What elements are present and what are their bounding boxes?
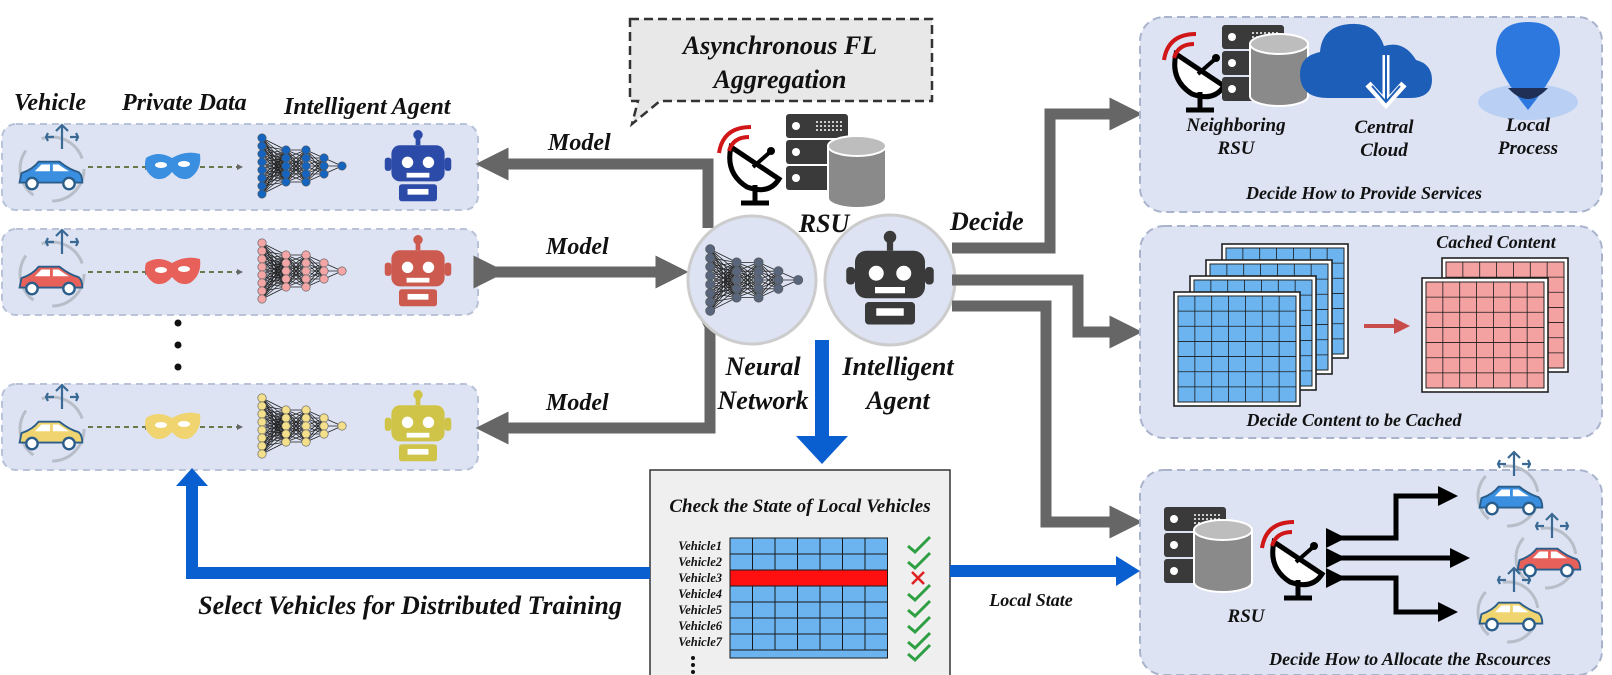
neighbor-database-icon: [1249, 33, 1309, 107]
panel-services: Neighboring RSU Central Cloud Local Proc…: [1139, 16, 1603, 213]
vehicle-state-row: [729, 585, 888, 603]
model-label-3: Model: [545, 390, 609, 416]
vehicle-state-label: Vehicle5: [678, 603, 722, 617]
select-vehicles-label: Select Vehicles for Distributed Training: [198, 591, 622, 620]
check-icon: [907, 535, 932, 555]
header-vehicle: Vehicle: [14, 90, 86, 116]
more-rows-dots: [691, 656, 695, 674]
header-labels: Vehicle Private Data Intelligent Agent: [14, 90, 452, 120]
rsu-center: RSU Neural Network Intelligent Agent: [686, 113, 957, 415]
vehicle-state-row: [729, 617, 888, 635]
content-grid-stack: [1173, 243, 1349, 407]
row-neural-net-icon: [257, 238, 347, 304]
vehicle-row: [1, 123, 479, 211]
cached-grid-stack: [1421, 257, 1569, 393]
neural-network-icon: [705, 244, 804, 316]
model-arrows: Model Model Model: [473, 130, 727, 445]
state-box-title: Check the State of Local Vehicles: [669, 496, 930, 517]
panel1-caption: Decide How to Provide Services: [1245, 183, 1482, 203]
down-arrow: [796, 340, 848, 464]
panel2-caption: Decide Content to be Cached: [1246, 410, 1463, 430]
panel-allocation: RSU Decide How to Allocate the Rscources: [1139, 450, 1603, 675]
model-arrow-3: [475, 305, 727, 445]
rsu-database-icon: [827, 135, 887, 209]
ellipsis-dots: [174, 319, 182, 371]
vehicle-state-row: [729, 537, 888, 555]
alloc-cars: [1476, 450, 1582, 644]
callout-line-2: Aggregation: [712, 65, 847, 94]
agent-label-line-1: Intelligent: [841, 352, 954, 381]
vehicle-state-row: [729, 553, 888, 571]
decide-arrow-3: [952, 300, 1143, 539]
rsu-dish-icon: [719, 127, 779, 203]
alloc-database-icon: [1193, 519, 1253, 593]
check-icon: [907, 583, 932, 603]
vehicle-row: [1, 383, 479, 471]
check-icon: [907, 643, 932, 663]
cloud-label-line-1: Central: [1354, 117, 1414, 138]
panel-caching: Cached Content Decide Content to be Cach…: [1139, 225, 1603, 439]
decide-arrow-2: [952, 274, 1143, 349]
vehicle-state-table: Vehicle1Vehicle2Vehicle3Vehicle4Vehicle5…: [678, 535, 932, 663]
cached-content-label: Cached Content: [1436, 232, 1557, 252]
local-state-label: Local State: [988, 590, 1073, 610]
async-fl-callout: Asynchronous FL Aggregation: [628, 17, 934, 128]
cross-icon: [911, 571, 925, 585]
vehicle-state-label: Vehicle3: [678, 571, 722, 585]
vehicle-rows: [1, 123, 479, 471]
model-label-2: Model: [545, 234, 609, 260]
location-pin-icon: [1478, 22, 1578, 120]
check-icon: [907, 615, 932, 635]
header-private-data: Private Data: [121, 90, 247, 116]
state-check-box: Check the State of Local Vehicles Vehicl…: [649, 469, 951, 675]
cloud-label-line-2: Cloud: [1360, 140, 1408, 161]
vehicle-state-row: [729, 633, 888, 651]
decide-label: Decide: [949, 207, 1024, 236]
neighbor-label-line-1: Neighboring: [1185, 115, 1285, 136]
local-label-line-1: Local: [1505, 115, 1551, 136]
check-icon: [907, 599, 932, 619]
vehicle-state-row: [729, 601, 888, 619]
vehicle-state-row: [729, 569, 888, 587]
vehicle-state-label: Vehicle7: [678, 635, 722, 649]
neighbor-label-line-2: RSU: [1217, 138, 1256, 159]
model-arrow-1: [475, 147, 714, 228]
row-neural-net-icon: [257, 133, 347, 199]
cloud-icon: [1300, 23, 1432, 110]
alloc-rsu-label: RSU: [1227, 606, 1266, 627]
rsu-label: RSU: [798, 209, 851, 238]
vehicle-state-label: Vehicle1: [678, 539, 722, 553]
panel3-caption: Decide How to Allocate the Rscources: [1268, 649, 1551, 669]
alloc-arrows: [1326, 486, 1470, 622]
row-neural-net-icon: [257, 393, 347, 459]
local-state-arrow: Local State: [950, 556, 1140, 610]
model-label-1: Model: [547, 130, 611, 156]
decide-arrows: Decide: [949, 97, 1143, 539]
vehicle-row: [1, 228, 479, 316]
check-icon: [907, 551, 932, 571]
header-intelligent-agent: Intelligent Agent: [283, 94, 452, 120]
local-label-line-2: Process: [1497, 138, 1558, 159]
callout-line-1: Asynchronous FL: [681, 31, 877, 60]
nn-label-line-2: Network: [717, 386, 809, 415]
nn-label-line-1: Neural: [724, 352, 801, 381]
vehicle-state-label: Vehicle6: [678, 619, 722, 633]
decide-arrow-1: [952, 97, 1143, 254]
vehicle-state-label: Vehicle2: [678, 555, 722, 569]
agent-label-line-2: Agent: [864, 386, 930, 415]
check-icon: [907, 631, 932, 651]
center-net: [705, 244, 804, 316]
select-vehicles-arrow: Select Vehicles for Distributed Training: [176, 468, 650, 620]
vehicle-state-label: Vehicle4: [678, 587, 722, 601]
